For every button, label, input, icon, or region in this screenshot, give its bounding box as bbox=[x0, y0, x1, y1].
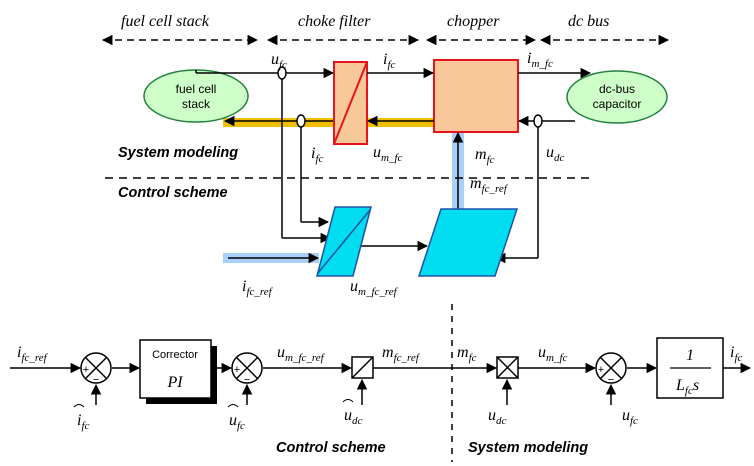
label-u-m-fc: um_fc bbox=[373, 144, 403, 164]
label-i-fc-output: ifc bbox=[730, 344, 743, 364]
inductor-transfer-block: 1 Lfcs bbox=[656, 337, 724, 399]
summer-1: + − bbox=[80, 352, 112, 386]
summer-2: + − bbox=[231, 352, 263, 386]
label-u-fc-bottom: ufc bbox=[622, 407, 638, 427]
measurement-points bbox=[277, 66, 543, 128]
label-m-fc: mfc bbox=[475, 146, 495, 166]
summer-2-plus: + bbox=[234, 364, 240, 376]
summer-1-plus: + bbox=[83, 364, 89, 376]
choke-filter-block bbox=[333, 61, 368, 145]
pi-label: PI bbox=[166, 374, 183, 391]
section-choke-filter: choke filter bbox=[298, 13, 371, 30]
label-i-m-fc: im_fc bbox=[527, 50, 553, 70]
fuel-cell-stack-block bbox=[143, 69, 249, 123]
inverse-modulation-block bbox=[351, 356, 374, 379]
chopper-control-block bbox=[417, 208, 519, 277]
label-u-dc-bottom: udc bbox=[488, 407, 507, 427]
label-m-fc-ref: mfc_ref bbox=[470, 175, 509, 195]
fuel-cell-stack-label-2: stack bbox=[182, 97, 211, 111]
label-u-m-fc-bottom: um_fc bbox=[538, 344, 568, 364]
label-i-fc-mid: ifc bbox=[311, 145, 324, 165]
summer-3-minus: − bbox=[608, 374, 614, 386]
dc-bus-capacitor-label-2: capacitor bbox=[593, 97, 642, 111]
label-u-fc-top: ufc bbox=[271, 51, 287, 71]
label-i-fc-hat: ifc bbox=[77, 412, 90, 432]
section-chopper: chopper bbox=[447, 13, 500, 30]
summer-1-minus: − bbox=[93, 374, 99, 386]
chopper-block bbox=[433, 59, 519, 133]
label-u-m-fc-ref-top: um_fc_ref bbox=[350, 278, 399, 298]
dc-bus-capacitor-block bbox=[566, 70, 668, 124]
bottom-wiring bbox=[10, 362, 752, 405]
label-system-modeling-bottom: System modeling bbox=[468, 440, 588, 456]
top-signal-labels: ufc ifc im_fc ifc um_fc mfc mfc_ref udc … bbox=[242, 50, 565, 298]
corrector-pi-block: Corrector PI bbox=[139, 339, 217, 404]
label-m-fc-ref-bottom: mfc_ref bbox=[382, 344, 421, 364]
label-u-dc-hat: udc bbox=[344, 407, 363, 427]
top-wiring bbox=[195, 67, 592, 264]
transfer-denominator: Lfcs bbox=[675, 377, 699, 397]
summer-2-minus: − bbox=[244, 374, 250, 386]
hat-u-fc bbox=[227, 404, 239, 408]
label-i-fc-ref-bottom: ifc_ref bbox=[17, 344, 49, 364]
label-system-modeling-top: System modeling bbox=[118, 145, 238, 161]
dc-bus-capacitor-label-1: dc-bus bbox=[599, 82, 635, 96]
hat-u-dc bbox=[342, 399, 354, 403]
section-dc-bus: dc bus bbox=[568, 13, 609, 30]
label-i-fc-top: ifc bbox=[383, 51, 396, 71]
current-control-block bbox=[316, 206, 372, 277]
summer-3: + − bbox=[595, 352, 627, 386]
summer-3-plus: + bbox=[598, 364, 604, 376]
label-u-dc-top: udc bbox=[546, 144, 565, 164]
modulation-block bbox=[496, 356, 519, 379]
label-u-fc-hat: ufc bbox=[229, 412, 245, 432]
label-control-scheme-top: Control scheme bbox=[118, 185, 228, 201]
label-m-fc-bottom: mfc bbox=[457, 344, 477, 364]
label-control-scheme-bottom: Control scheme bbox=[276, 440, 386, 456]
transfer-numerator: 1 bbox=[686, 347, 694, 364]
corrector-label: Corrector bbox=[152, 349, 198, 361]
label-i-fc-ref-top: ifc_ref bbox=[242, 278, 274, 298]
hat-i-fc bbox=[73, 404, 85, 408]
power-feedback-band bbox=[223, 118, 436, 127]
fuel-cell-stack-label-1: fuel cell bbox=[176, 82, 217, 96]
section-headers: fuel cell stack choke filter chopper dc … bbox=[101, 13, 670, 46]
section-fuel-cell-stack: fuel cell stack bbox=[121, 13, 210, 30]
bottom-signal-labels: ifc_ref ifc ufc um_fc_ref mfc_ref udc mf… bbox=[17, 344, 743, 432]
label-u-m-fc-ref-bottom: um_fc_ref bbox=[277, 344, 326, 364]
